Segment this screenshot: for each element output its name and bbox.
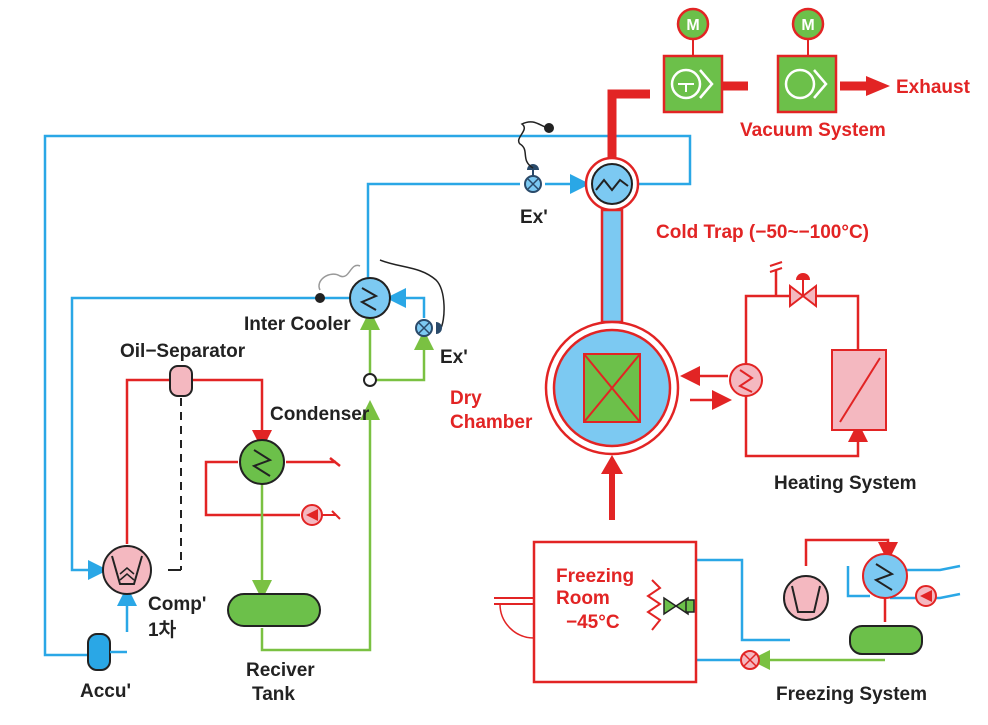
- inter-cooler: [315, 259, 445, 331]
- heater-icon: [646, 579, 662, 631]
- accu-label: Accu': [80, 681, 131, 702]
- vacuum-pump-icon: [670, 68, 702, 100]
- motor-1: M: [676, 7, 710, 41]
- vacuum-system-label: Vacuum System: [740, 120, 886, 141]
- reciver-label-1: Reciver: [246, 660, 315, 681]
- dry-chamber-label-2: Chamber: [450, 412, 533, 433]
- compressor-icon: [783, 575, 829, 621]
- oil-separator-label: Oil−Separator: [120, 341, 246, 362]
- freezing-room-temp-label: −45°C: [566, 612, 620, 633]
- freezing-condenser: [862, 553, 908, 599]
- inter-cooler-label: Inter Cooler: [244, 314, 351, 335]
- vacuum-pump-1: [662, 38, 724, 114]
- motor-2: M: [791, 7, 825, 41]
- freezing-room: [494, 540, 698, 684]
- ex-mid-label: Ex': [440, 347, 468, 368]
- exhaust-label: Exhaust: [896, 77, 971, 98]
- freezing-room-label-2: Room: [556, 588, 610, 609]
- oil-to-condenser-line: [190, 378, 272, 450]
- oil-separator: [168, 365, 193, 571]
- comp-label-1: Comp': [148, 594, 206, 615]
- vacuum-pipe: [607, 89, 650, 160]
- dry-chamber-label-1: Dry: [450, 388, 482, 409]
- condenser: [239, 439, 285, 485]
- accumulator: [87, 633, 127, 671]
- exhaust-arrow: [866, 76, 890, 96]
- reciver-label-2: Tank: [252, 684, 295, 705]
- cold-trap: [584, 156, 640, 212]
- motor-icon: [676, 7, 710, 41]
- freezing-expansion-valve: [740, 650, 760, 670]
- ex-top-label: Ex': [520, 207, 548, 228]
- receiver-tank: [227, 593, 321, 627]
- freezing-compressor: [783, 575, 829, 621]
- motor-icon: [791, 7, 825, 41]
- heating-system-label: Heating System: [774, 473, 917, 494]
- vacuum-pump-icon: [784, 68, 816, 100]
- compressor: [102, 545, 152, 595]
- intercooler-return-line: [386, 288, 426, 318]
- heating-system: [729, 261, 887, 431]
- heat-exchanger-icon: [595, 178, 629, 192]
- outer-suction-line: [43, 134, 692, 657]
- condenser-label: Condenser: [270, 404, 370, 425]
- dry-chamber: [544, 320, 680, 456]
- freezing-receiver: [849, 625, 923, 655]
- tank-to-intercooler-line: [260, 400, 380, 652]
- liquid-lines: [252, 310, 885, 670]
- refrigerant-lines: [43, 134, 961, 662]
- expansion-valve-top: [517, 121, 554, 193]
- intercooler-to-comp-line: [70, 296, 350, 580]
- svg-text:M: M: [686, 17, 699, 34]
- compressor-icon: [102, 545, 152, 595]
- comp-to-oil-line: [125, 378, 172, 544]
- cold-trap-label: Cold Trap (−50~−100°C): [656, 222, 869, 243]
- vacuum-pump-2: [776, 38, 838, 114]
- condenser-fan: [301, 504, 341, 526]
- heat-exchanger-icon: [729, 363, 763, 397]
- junction-point: [363, 373, 377, 387]
- heating-loop-line: [744, 390, 868, 458]
- expansion-valve-mid: [415, 319, 442, 337]
- freezing-room-label-1: Freezing: [556, 566, 634, 587]
- freezing-system-label: Freezing System: [776, 684, 927, 705]
- condenser-loop-line: [204, 460, 300, 517]
- hot-lines: [125, 270, 898, 622]
- intercooler-riser-line: [366, 182, 520, 284]
- comp-label-2: 1차: [148, 619, 177, 641]
- freezing-fan: [915, 585, 937, 607]
- chamber-neck: [600, 208, 624, 324]
- svg-text:M: M: [801, 17, 814, 34]
- supply-arrow: [601, 455, 623, 474]
